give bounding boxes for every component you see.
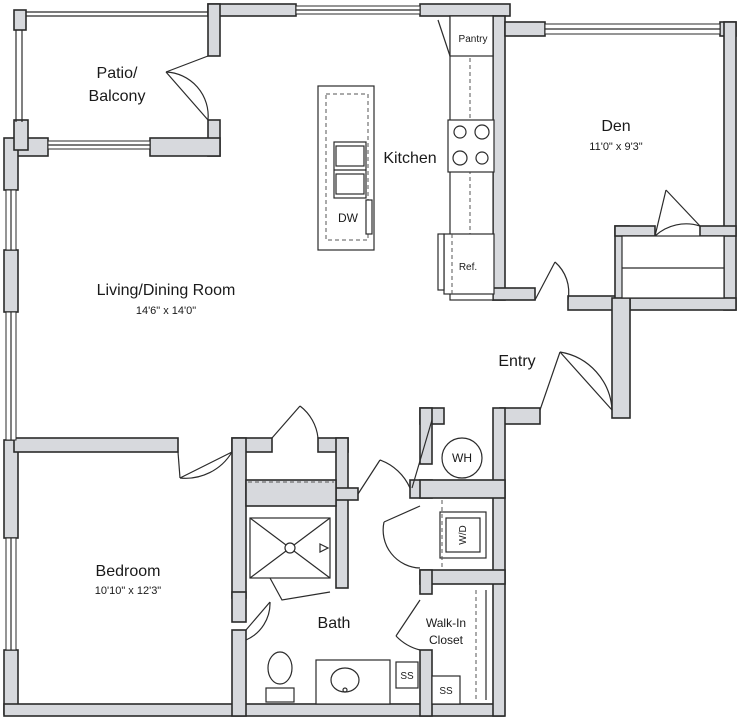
water-heater-label: WH [452,451,472,465]
pantry-label: Pantry [459,34,488,45]
kitchen-fixtures [317,15,495,301]
walls [3,3,737,717]
windows [5,5,721,651]
doors [165,55,701,651]
closet-label: Closet [429,633,464,647]
washer-dryer-label: W/D [458,525,469,544]
den-closet-shelf [621,235,725,299]
fixture-labels: Pantry DW Ref. WH W/D SS SS [338,34,487,697]
entry-label: Entry [498,353,535,370]
room-labels: Patio/ Balcony Living/Dining Room 14'6" … [89,65,643,647]
bath-fixtures [248,481,419,705]
living-dimensions: 14'6" x 14'0" [136,305,196,317]
utility-fixtures [431,437,487,705]
refrigerator-label: Ref. [459,262,477,273]
patio-label: Balcony [89,88,146,105]
bedroom-label: Bedroom [96,563,161,580]
den-label: Den [601,118,630,135]
living-label: Living/Dining Room [97,282,236,299]
den-dimensions: 11'0" x 9'3" [589,141,642,153]
bedroom-dimensions: 10'10" x 12'3" [95,585,162,597]
shelf-label: SS [439,686,453,697]
closet-label: Walk-In [426,616,466,630]
shelf-label: SS [400,671,414,682]
patio-label: Patio/ [97,65,138,82]
bath-label: Bath [318,615,351,632]
dishwasher-label: DW [338,211,359,225]
kitchen-label: Kitchen [383,150,436,167]
